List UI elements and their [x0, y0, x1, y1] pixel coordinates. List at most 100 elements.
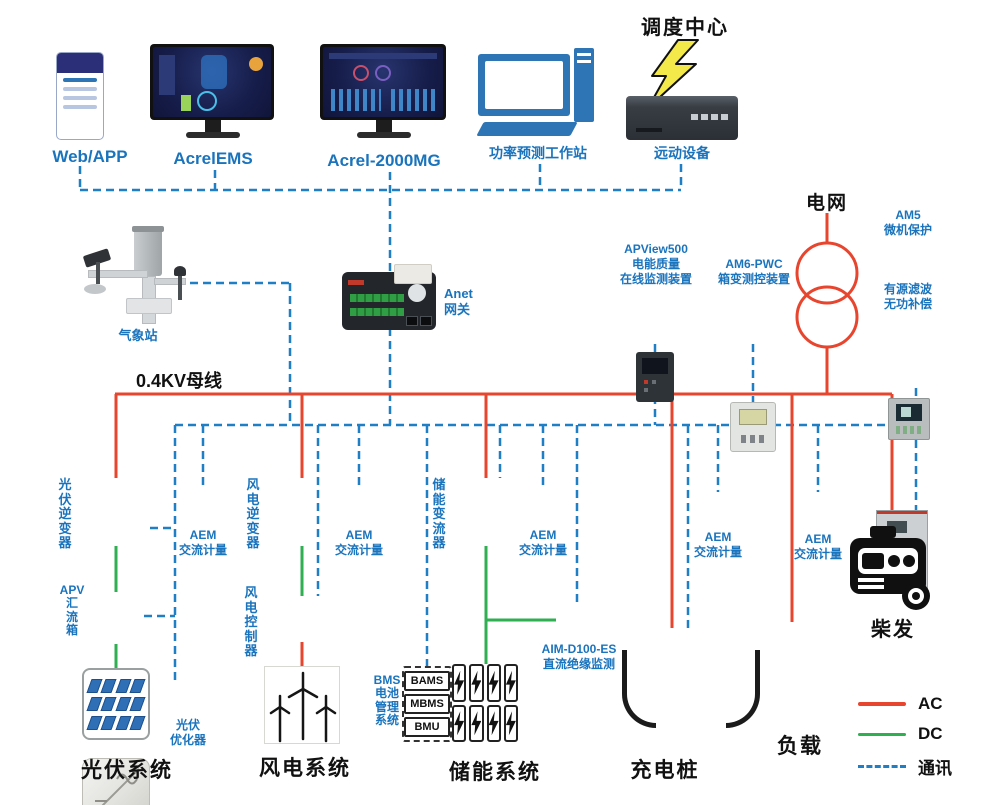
wind-turbines-graphic — [269, 671, 337, 743]
monitor-stand-neck — [205, 120, 221, 132]
phone-header — [57, 53, 103, 73]
charging-aem-label: AEM 交流计量 — [693, 530, 742, 559]
station-arm-right — [154, 278, 186, 285]
phone-ui-bar — [63, 105, 97, 109]
wind-controller-label: 风 电 控 制 器 — [244, 585, 258, 659]
workstation-keyboard — [476, 122, 578, 136]
phone-ui-bar — [63, 96, 97, 100]
am6pwc-label: AM6-PWC 箱变测控装置 — [717, 257, 790, 286]
bms-box: BAMS MBMS BMU — [402, 666, 452, 742]
am6pwc-screen — [739, 409, 767, 425]
legend: AC DC 通讯 — [858, 694, 952, 779]
legend-comm-label: 通讯 — [918, 759, 952, 778]
rain-gauge-cap — [132, 226, 164, 232]
gateway-ethernet-port — [406, 316, 418, 326]
inverter-symbol — [95, 768, 140, 805]
cabinet-top-strip — [877, 511, 927, 514]
transformer-lower-circle — [795, 285, 859, 349]
apview500-button — [652, 380, 656, 384]
am5-keys — [896, 426, 922, 434]
gateway-terminal-strip — [350, 294, 404, 302]
webapp-phone-mockup — [56, 52, 104, 140]
workstation-screen — [485, 61, 563, 109]
pv-inverter — [82, 758, 150, 805]
screen-bar-graphic — [181, 95, 191, 111]
storage-aem-label: AEM 交流计量 — [518, 528, 567, 557]
anemometer-cup — [174, 266, 186, 276]
station-arm-left — [88, 270, 148, 278]
rain-gauge-cylinder — [134, 228, 162, 276]
phone-ui-bar — [63, 78, 97, 82]
station-enclosure — [126, 298, 172, 314]
screen-dial-graphic — [375, 65, 391, 81]
server-vent — [636, 128, 662, 132]
apview500-button — [644, 380, 648, 384]
tower-slot — [577, 60, 591, 63]
bmu-tag: BMU — [404, 717, 450, 737]
wind-inverter-label: 风 电 逆 变 器 — [246, 477, 260, 551]
rtu-server — [626, 96, 738, 140]
pv-optimizer-label: 光伏 优化器 — [169, 718, 206, 747]
wind-system-label: 风电系统 — [259, 757, 351, 780]
screen-barchart-graphic — [331, 89, 381, 111]
monitor-stand-neck — [376, 120, 392, 132]
wind-aem-label: AEM 交流计量 — [334, 528, 383, 557]
acrel2000mg-monitor — [320, 44, 446, 120]
am6pwc-device — [730, 402, 776, 452]
gateway-label-patch — [394, 264, 432, 284]
screen-center-graphic — [201, 55, 227, 89]
mbms-tag: MBMS — [404, 694, 450, 714]
transformer-upper-circle — [795, 241, 859, 305]
am5-label: AM5 微机保护 — [883, 208, 932, 237]
bams-tag: BAMS — [404, 671, 450, 691]
pv-combiner-label: APV 汇 流 箱 — [59, 583, 85, 638]
webapp-label: Web/APP — [52, 147, 128, 166]
battery-stack — [452, 664, 518, 742]
load-system-label: 负载 — [777, 735, 823, 758]
am6pwc-keys — [741, 435, 765, 443]
weather-station — [82, 226, 190, 324]
gateway-logo-mark — [348, 280, 364, 285]
dispatch-center-label: 调度中心 — [641, 17, 729, 39]
anet-gateway — [342, 264, 436, 330]
solar-panel-array — [82, 668, 150, 740]
acrelems-label: AcrelEMS — [173, 149, 253, 168]
comm-weather-line — [190, 281, 292, 425]
rtu-label: 远动设备 — [654, 145, 710, 161]
anemometer-post — [178, 276, 182, 300]
sensor-dish — [84, 284, 106, 294]
workstation-tower — [574, 48, 594, 122]
legend-ac-label: AC — [918, 694, 943, 713]
legend-row-dc: DC — [858, 724, 952, 744]
ac-line-swatch — [858, 702, 906, 706]
apview500-label: APView500 电能质量 在线监测装置 — [619, 242, 692, 286]
monitor-stand-base — [186, 132, 240, 138]
gateway-label: Anet 网关 — [444, 286, 473, 318]
apview500-screen — [642, 358, 668, 374]
weather-station-label: 气象站 — [118, 328, 158, 343]
screen-topbar-graphic — [329, 53, 437, 59]
server-ports — [691, 114, 728, 120]
pv-system-label: 光伏系统 — [81, 759, 173, 782]
aim-label: AIM-D100-ES 直流绝缘监测 — [541, 642, 617, 671]
load-aem-label: AEM 交流计量 — [793, 532, 842, 561]
gateway-round-port — [408, 284, 426, 302]
diesel-generator-icon — [850, 526, 930, 610]
lightning-icon — [647, 39, 699, 109]
dc-line-swatch — [858, 732, 906, 736]
am5-device — [888, 398, 930, 440]
monitor-stand-base — [357, 132, 411, 138]
screen-dial-graphic — [353, 65, 369, 81]
gateway-terminal-strip — [350, 308, 404, 316]
bms-label: BMS 电池 管理 系统 — [373, 673, 401, 728]
acrel2000mg-label: Acrel-2000MG — [327, 151, 441, 170]
charging-system-label: 充电桩 — [630, 759, 700, 782]
tower-slot — [577, 53, 591, 56]
workstation-monitor — [478, 54, 570, 116]
acrel2000mg-screen — [323, 47, 443, 117]
phone-ui-bar — [63, 87, 97, 91]
screen-gauge-graphic — [249, 57, 263, 71]
apview500-device — [636, 352, 674, 402]
acrelems-screen — [153, 47, 271, 117]
